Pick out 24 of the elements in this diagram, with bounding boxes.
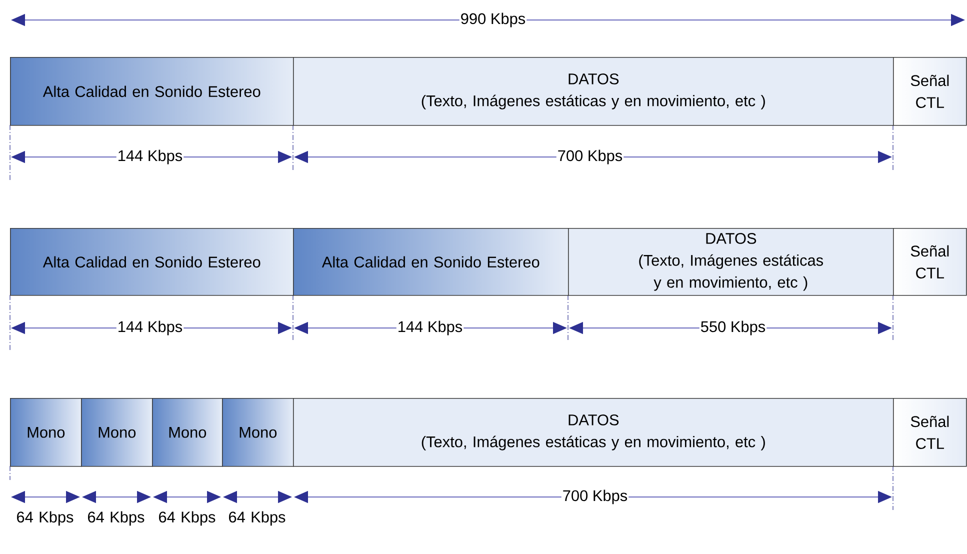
dimension-label: 144 Kbps bbox=[116, 320, 184, 336]
data-box: DATOS (Texto, Imágenes estáticas y en movimiento, etc ) bbox=[568, 228, 894, 296]
dimension-label: 144 Kbps bbox=[396, 320, 464, 336]
dimension-label: 144 Kbps bbox=[116, 148, 184, 166]
dimension-label: 64 Kbps bbox=[88, 511, 144, 526]
dimension-label: 990 Kbps bbox=[459, 12, 527, 28]
data-box: DATOS (Texto, Imágenes estáticas y en movimiento, etc ) bbox=[293, 398, 894, 467]
channel-box: Mono bbox=[10, 398, 82, 467]
dimension-label: 64 Kbps bbox=[229, 511, 286, 526]
dimension-label: 700 Kbps bbox=[556, 148, 624, 166]
channel-box: Mono bbox=[152, 398, 223, 467]
dimension-label: 550 Kbps bbox=[699, 320, 767, 336]
channel-box: Alta Calidad en Sonido Estereo bbox=[293, 228, 569, 296]
channel-box: Alta Calidad en Sonido Estereo bbox=[10, 57, 294, 126]
dimension-label: 700 Kbps bbox=[561, 488, 629, 506]
signal-box: Señal CTL bbox=[893, 398, 967, 467]
signal-box: Señal CTL bbox=[893, 228, 967, 296]
channel-box: Mono bbox=[222, 398, 294, 467]
dimension-label: 64 Kbps bbox=[159, 511, 216, 526]
dimension-label: 64 Kbps bbox=[17, 511, 74, 526]
channel-box: Alta Calidad en Sonido Estereo bbox=[10, 228, 294, 296]
data-box: DATOS (Texto, Imágenes estáticas y en movimiento, etc ) bbox=[293, 57, 894, 126]
channel-box: Mono bbox=[81, 398, 153, 467]
signal-box: Señal CTL bbox=[893, 57, 967, 126]
